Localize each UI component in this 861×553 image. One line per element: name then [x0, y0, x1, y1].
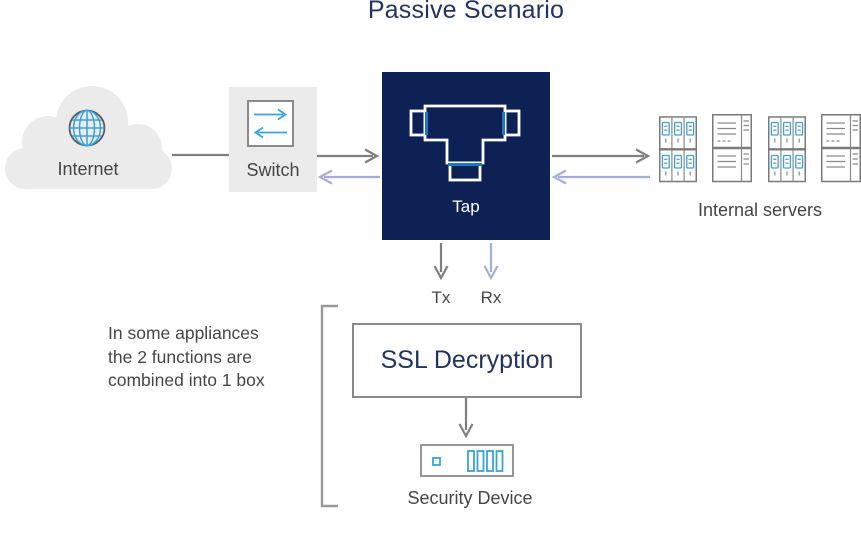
tap-icon	[409, 104, 521, 182]
note-line: combined into 1 box	[108, 370, 265, 390]
note-line: the 2 functions are	[108, 346, 252, 367]
switch-to-tap-arrow	[317, 148, 380, 164]
tx-down-arrow	[433, 243, 449, 281]
internal-servers-label: Internal servers	[697, 200, 823, 220]
tx-label: Tx	[431, 288, 451, 307]
switch-icon	[247, 100, 294, 147]
switch-label: Switch	[246, 160, 300, 180]
switch-node: Switch	[229, 87, 317, 192]
server-rack-group-1	[658, 113, 753, 183]
combined-functions-note: In some appliances the 2 functions are c…	[108, 322, 308, 393]
combined-functions-bracket	[320, 304, 338, 508]
tap-to-servers-arrow	[552, 148, 651, 164]
globe-icon	[68, 109, 106, 147]
internal-servers-icon	[658, 113, 861, 183]
left-arrow-icon	[253, 126, 287, 139]
internet-cloud-icon	[5, 86, 172, 189]
security-device-icon	[420, 444, 514, 477]
ssl-to-device-arrow	[458, 398, 474, 439]
tap-label: Tap	[452, 197, 480, 216]
tap-node: Tap	[382, 72, 550, 240]
internet-label: Internet	[57, 159, 119, 179]
security-device-label: Security Device	[407, 488, 533, 508]
rx-label: Rx	[480, 288, 502, 307]
ssl-decryption-node: SSL Decryption	[352, 323, 582, 398]
page-title: Passive Scenario	[367, 0, 565, 24]
right-arrow-icon	[254, 108, 288, 121]
ssl-decryption-label: SSL Decryption	[380, 346, 554, 374]
server-rack-group-2	[767, 113, 861, 183]
rx-down-arrow	[483, 243, 499, 281]
servers-to-tap-arrow	[551, 169, 650, 185]
note-line: In some appliances	[108, 323, 259, 343]
tap-to-switch-arrow	[317, 169, 380, 185]
